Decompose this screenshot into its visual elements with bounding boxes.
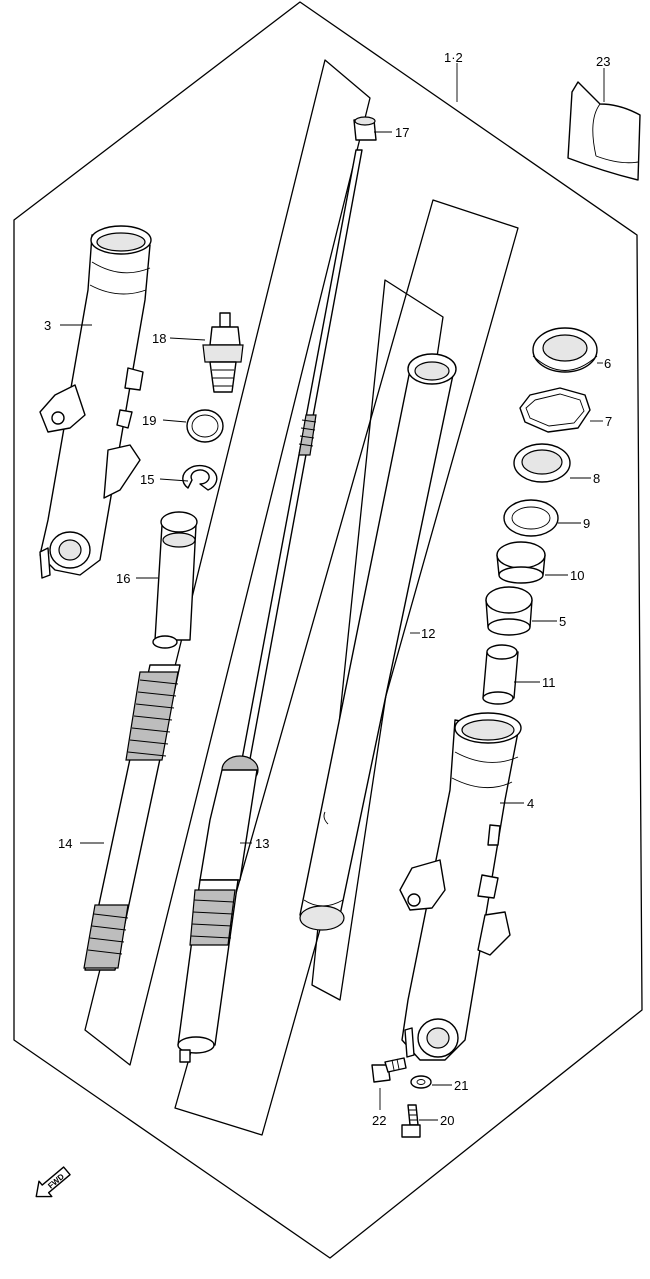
- callout-3: 3: [44, 318, 51, 333]
- damper-rod: [177, 149, 363, 1063]
- callout-7: 7: [605, 414, 612, 429]
- inner-tube: [299, 353, 457, 931]
- seal-washer: [503, 499, 559, 537]
- callout-22: 22: [372, 1113, 386, 1128]
- callout-5: 5: [559, 614, 566, 629]
- callout-13: 13: [255, 836, 269, 851]
- callout-23: 23: [596, 54, 610, 69]
- callout-21: 21: [454, 1078, 468, 1093]
- oil-lock-piece: [152, 511, 198, 649]
- callout-12: 12: [421, 626, 435, 641]
- callout-6: 6: [604, 356, 611, 371]
- callout-15: 15: [140, 472, 154, 487]
- callout-14: 14: [58, 836, 72, 851]
- fork-spring: [83, 664, 181, 971]
- outer-tube-right: [399, 712, 522, 1061]
- callout-17: 17: [395, 125, 409, 140]
- callout-4: 4: [527, 796, 534, 811]
- outer-tube-left: [39, 225, 152, 579]
- drain-screw: [401, 1104, 421, 1138]
- callout-20: 20: [440, 1113, 454, 1128]
- outer-tube-metal: [496, 541, 546, 584]
- callout-16: 16: [116, 571, 130, 586]
- assembly-frame: [13, 1, 643, 1259]
- callout-10: 10: [570, 568, 584, 583]
- collar: [482, 644, 519, 705]
- callout-18: 18: [152, 331, 166, 346]
- axle-holder-bolt: [371, 1057, 407, 1083]
- callout-8: 8: [593, 471, 600, 486]
- callout-1-2: 1·2: [444, 50, 463, 65]
- spring-panel-frame: [84, 59, 371, 1066]
- tube-panel-frame: [311, 279, 444, 1001]
- callout-19: 19: [142, 413, 156, 428]
- circlip: [182, 464, 218, 491]
- fork-cover: [567, 81, 641, 181]
- callouts: 1·2 23 3 18 19 15 16 17 12 13 14 6 7 8 9…: [44, 50, 612, 1128]
- rebound-nut: [353, 116, 377, 141]
- callout-9: 9: [583, 516, 590, 531]
- fwd-arrow-icon: FWD: [35, 1166, 71, 1198]
- drain-washer: [410, 1075, 432, 1089]
- damper-rod-bolt: [202, 312, 244, 393]
- callout-11: 11: [542, 675, 556, 690]
- oil-seal: [513, 443, 571, 483]
- dust-seal: [532, 327, 598, 373]
- inner-tube-metal: [485, 586, 533, 636]
- leader-lines: [60, 63, 605, 1121]
